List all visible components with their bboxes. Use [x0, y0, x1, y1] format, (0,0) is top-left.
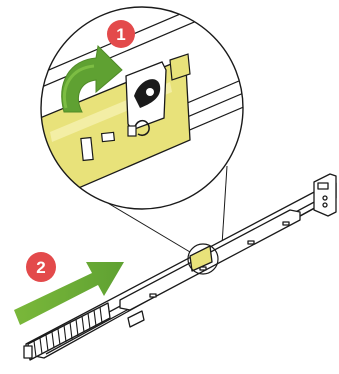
callout-1-label: 1 — [116, 25, 125, 44]
curved-rotate-arrow-icon — [61, 44, 123, 113]
callout-1-badge — [107, 20, 135, 48]
callout-2: 2 — [26, 252, 56, 282]
zoom-connector-lines — [95, 165, 228, 253]
rail-front-bracket — [313, 173, 337, 217]
callout-2-badge — [26, 252, 56, 282]
rail-tab — [127, 310, 145, 328]
latch-slot — [80, 136, 94, 162]
callout-1: 1 — [107, 20, 135, 48]
straight-push-arrow-icon — [14, 262, 124, 325]
callout-2-label: 2 — [36, 258, 45, 277]
magnifier-circle-icon — [187, 243, 219, 275]
slide-rail — [23, 173, 337, 361]
rail-latch-small — [189, 245, 213, 272]
rail-rear-hatching — [33, 306, 103, 358]
latch-spring-clip — [133, 119, 150, 137]
latch-slot-small — [100, 131, 116, 143]
zoom-detail-border — [40, 6, 244, 210]
